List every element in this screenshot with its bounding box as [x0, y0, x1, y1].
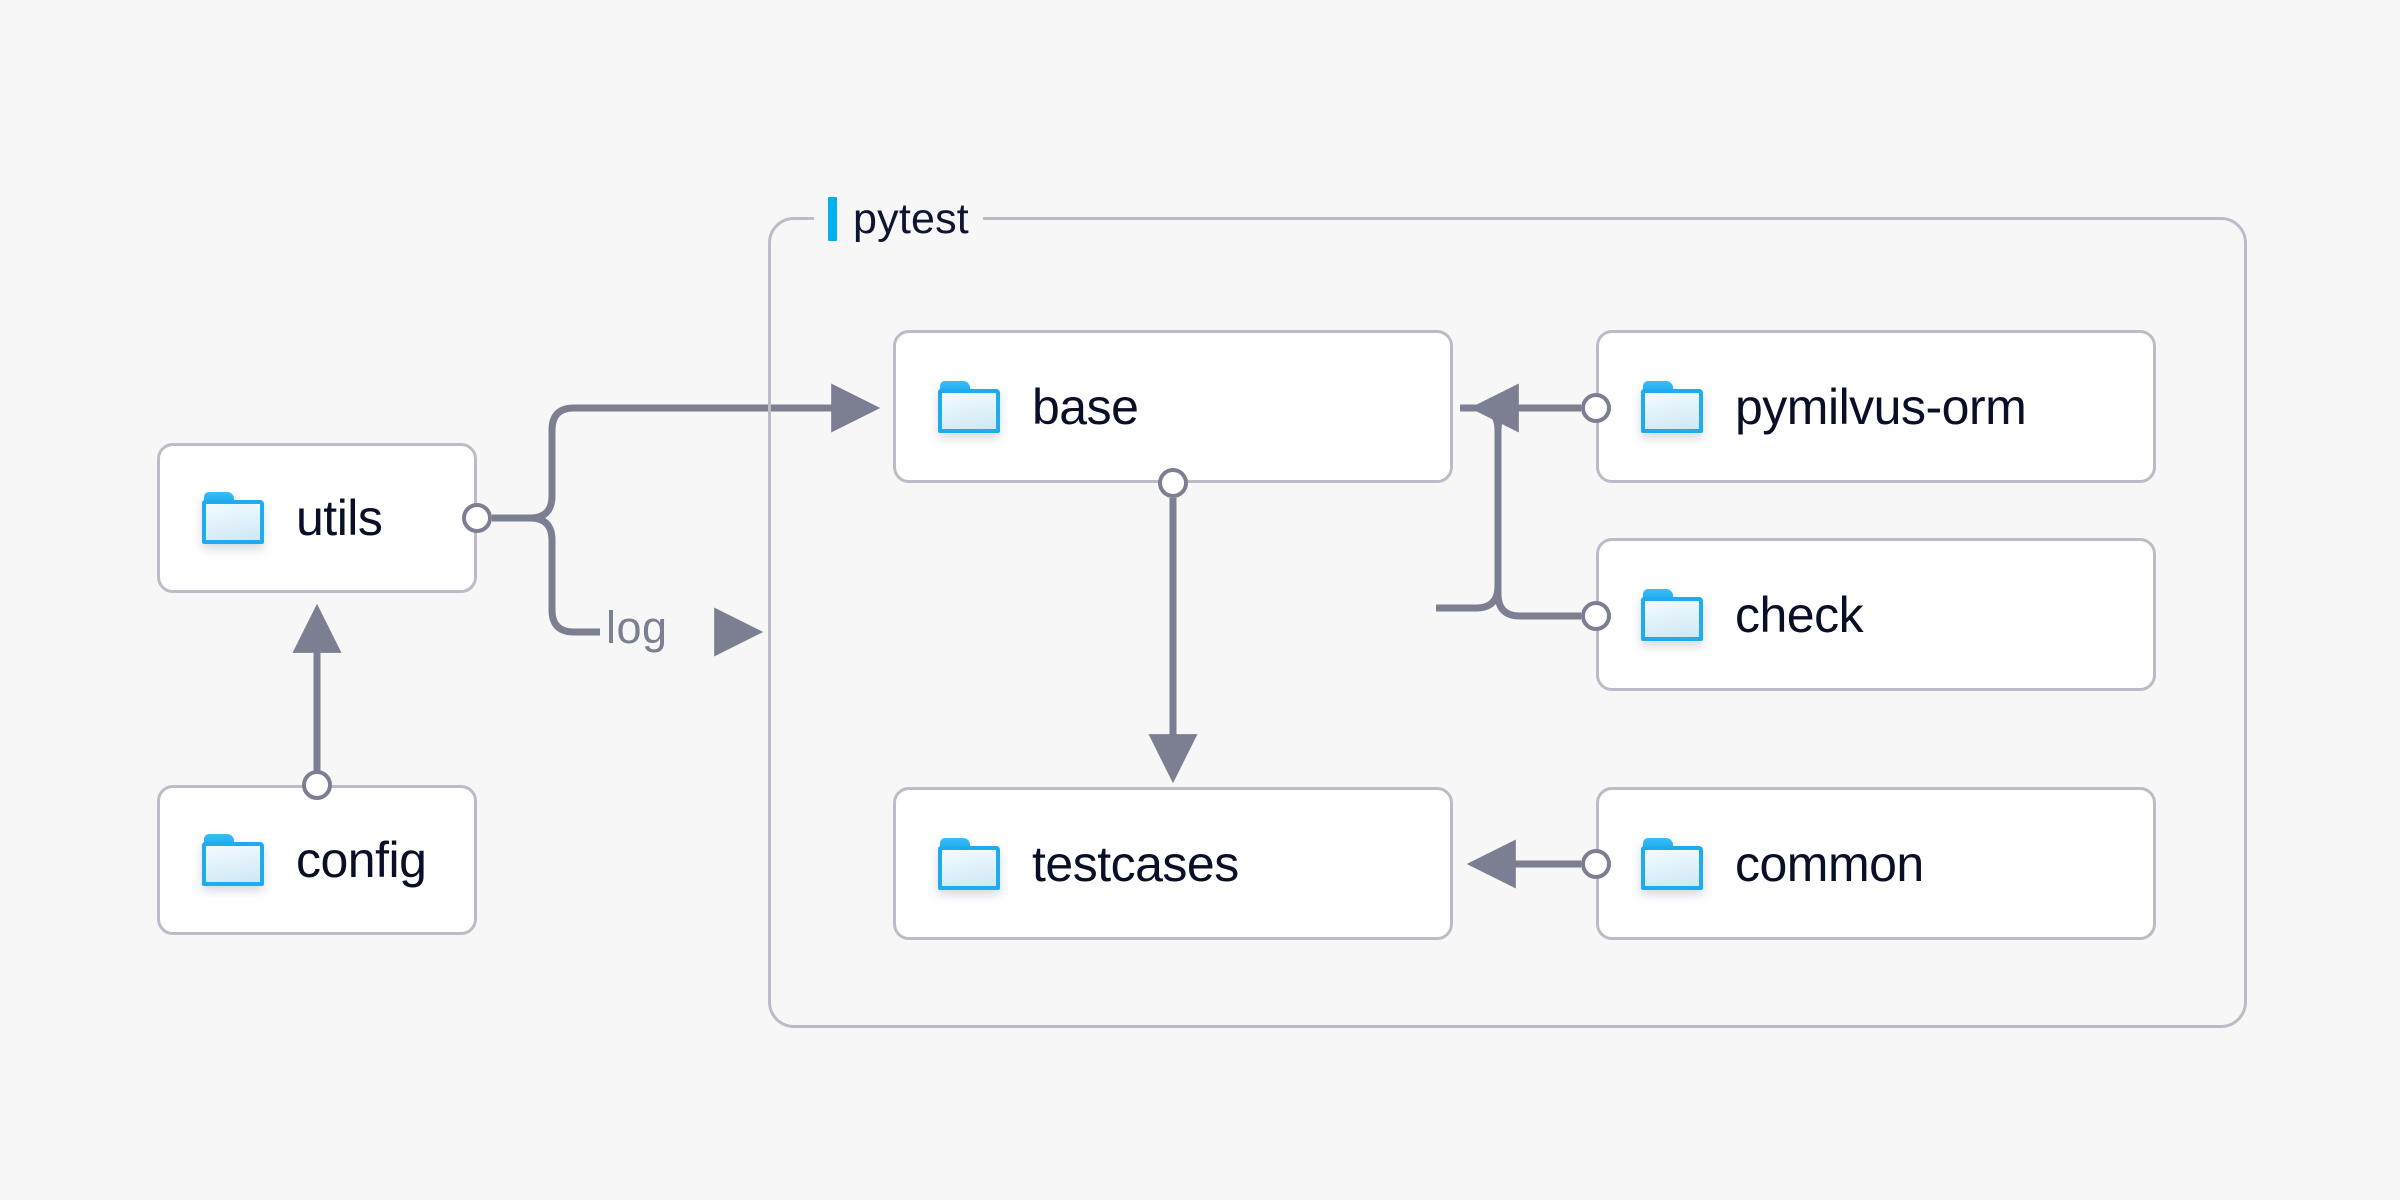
group-pytest-label: pytest: [814, 192, 983, 246]
port-common-left[interactable]: [1581, 849, 1611, 879]
node-config-label: config: [296, 832, 427, 888]
node-utils-label: utils: [296, 490, 383, 546]
node-testcases[interactable]: testcases: [893, 787, 1453, 940]
port-check-left[interactable]: [1581, 601, 1611, 631]
node-config[interactable]: config: [157, 785, 477, 935]
port-config-top[interactable]: [302, 770, 332, 800]
node-testcases-label: testcases: [1032, 835, 1239, 892]
group-label-text: pytest: [853, 194, 969, 243]
node-check-label: check: [1735, 586, 1864, 643]
node-common-label: common: [1735, 835, 1924, 892]
node-base-label: base: [1032, 378, 1139, 435]
node-base[interactable]: base: [893, 330, 1453, 483]
port-base-bottom[interactable]: [1158, 468, 1188, 498]
node-check[interactable]: check: [1596, 538, 2156, 691]
port-utils-right[interactable]: [462, 503, 492, 533]
folder-icon: [202, 492, 264, 544]
node-pymilvus-orm-label: pymilvus-orm: [1735, 378, 2027, 435]
folder-icon: [938, 837, 1000, 890]
folder-icon: [1641, 380, 1703, 433]
node-common[interactable]: common: [1596, 787, 2156, 940]
edge-label-log: log: [600, 602, 674, 654]
node-utils[interactable]: utils: [157, 443, 477, 593]
port-pymilvus-orm-left[interactable]: [1581, 393, 1611, 423]
folder-icon: [1641, 837, 1703, 890]
group-pytest[interactable]: [768, 217, 2247, 1028]
folder-icon: [938, 380, 1000, 433]
folder-icon: [202, 834, 264, 886]
folder-icon: [1641, 588, 1703, 641]
node-pymilvus-orm[interactable]: pymilvus-orm: [1596, 330, 2156, 483]
group-accent-bar: [828, 197, 837, 241]
